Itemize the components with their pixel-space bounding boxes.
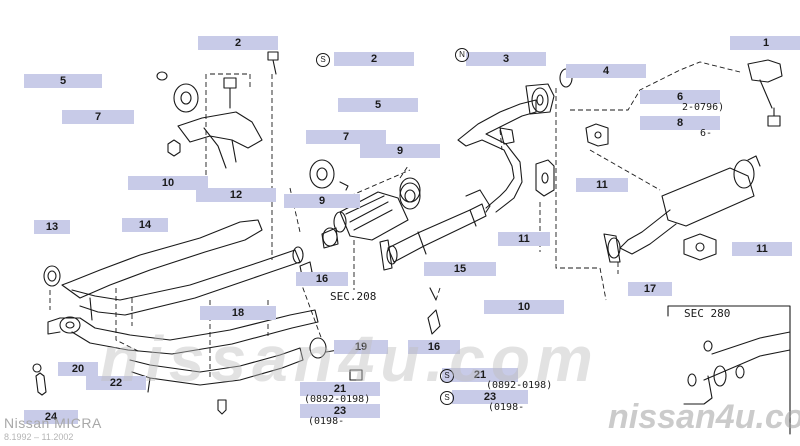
hanger-11a xyxy=(585,123,609,147)
callout-23-right: 23 xyxy=(452,390,528,404)
callout-8: 8 xyxy=(640,116,720,130)
bolt-2 xyxy=(223,51,279,109)
callout-14: 14 xyxy=(122,218,168,232)
callout-6: 6 xyxy=(640,90,720,104)
callout-11-b: 11 xyxy=(498,232,550,246)
callout-1: 1 xyxy=(730,36,800,50)
nut-10 xyxy=(167,139,181,157)
callout-16-lower: 16 xyxy=(408,340,460,354)
mount-rubber-7 xyxy=(309,159,349,191)
callout-20: 20 xyxy=(58,362,98,376)
callout-9: 9 xyxy=(360,144,440,158)
callout-13: 13 xyxy=(34,220,70,234)
sec-280: SEC 280 xyxy=(684,307,731,320)
front-pipe-lower xyxy=(32,309,319,415)
ref-21-range: (0892-0198) xyxy=(304,394,371,405)
callout-15: 15 xyxy=(424,262,496,276)
callout-5-right: 5 xyxy=(338,98,418,112)
callout-4: 4 xyxy=(566,64,646,78)
callout-24: 24 xyxy=(24,410,78,424)
callout-9-lower: 9 xyxy=(284,194,360,208)
bracket-1 xyxy=(747,59,783,127)
gaskets-9 xyxy=(322,177,421,247)
model-dates: 8.1992 – 11.2002 xyxy=(4,432,74,442)
hanger-11b xyxy=(535,159,555,197)
front-tube xyxy=(61,219,304,321)
callout-12: 12 xyxy=(196,188,276,202)
inset xyxy=(667,305,791,435)
callout-21: 21 xyxy=(300,382,380,396)
leader-lines xyxy=(49,61,741,378)
callout-16: 16 xyxy=(296,272,348,286)
ref-6-note: 2-0796) xyxy=(682,102,725,113)
symbol-n-3: N xyxy=(455,48,469,62)
hanger-11c xyxy=(683,233,717,261)
flange-13 xyxy=(43,265,61,287)
center-tube xyxy=(379,83,555,271)
callout-2: 2 xyxy=(198,36,278,50)
callout-7: 7 xyxy=(62,110,134,124)
symbol-s-23: S xyxy=(440,391,454,405)
callout-11-a: 11 xyxy=(576,178,628,192)
symbol-s-2: S xyxy=(316,53,330,67)
callout-17: 17 xyxy=(628,282,672,296)
ref-8-note: 6- xyxy=(700,128,713,139)
callout-10: 10 xyxy=(128,176,208,190)
ref-21-range-right: (0892-0198) xyxy=(486,380,553,391)
callout-21-right: 21 xyxy=(442,368,518,382)
ref-23-range: (0198- xyxy=(308,416,345,427)
symbol-s-21: S xyxy=(440,369,454,383)
callout-11-c: 11 xyxy=(732,242,792,256)
callout-5: 5 xyxy=(24,74,102,88)
callout-10-right: 10 xyxy=(484,300,564,314)
callout-22: 22 xyxy=(86,376,146,390)
callout-19: 19 xyxy=(334,340,388,354)
callout-23: 23 xyxy=(300,404,380,418)
ref-23-range-right: (0198- xyxy=(488,402,525,413)
callout-18: 18 xyxy=(200,306,276,320)
mount-rubber-5 xyxy=(156,71,199,113)
heat-shield-12 xyxy=(177,111,263,169)
callout-7-right: 7 xyxy=(306,130,386,144)
catalytic-converter xyxy=(321,182,421,249)
bolts-21 xyxy=(349,287,437,381)
model-title: Nissan MICRA xyxy=(4,415,102,431)
callout-2-s: 2 xyxy=(334,52,414,66)
main-muffler xyxy=(603,155,761,263)
sec-208: SEC.208 xyxy=(330,290,377,303)
callout-3: 3 xyxy=(466,52,546,66)
